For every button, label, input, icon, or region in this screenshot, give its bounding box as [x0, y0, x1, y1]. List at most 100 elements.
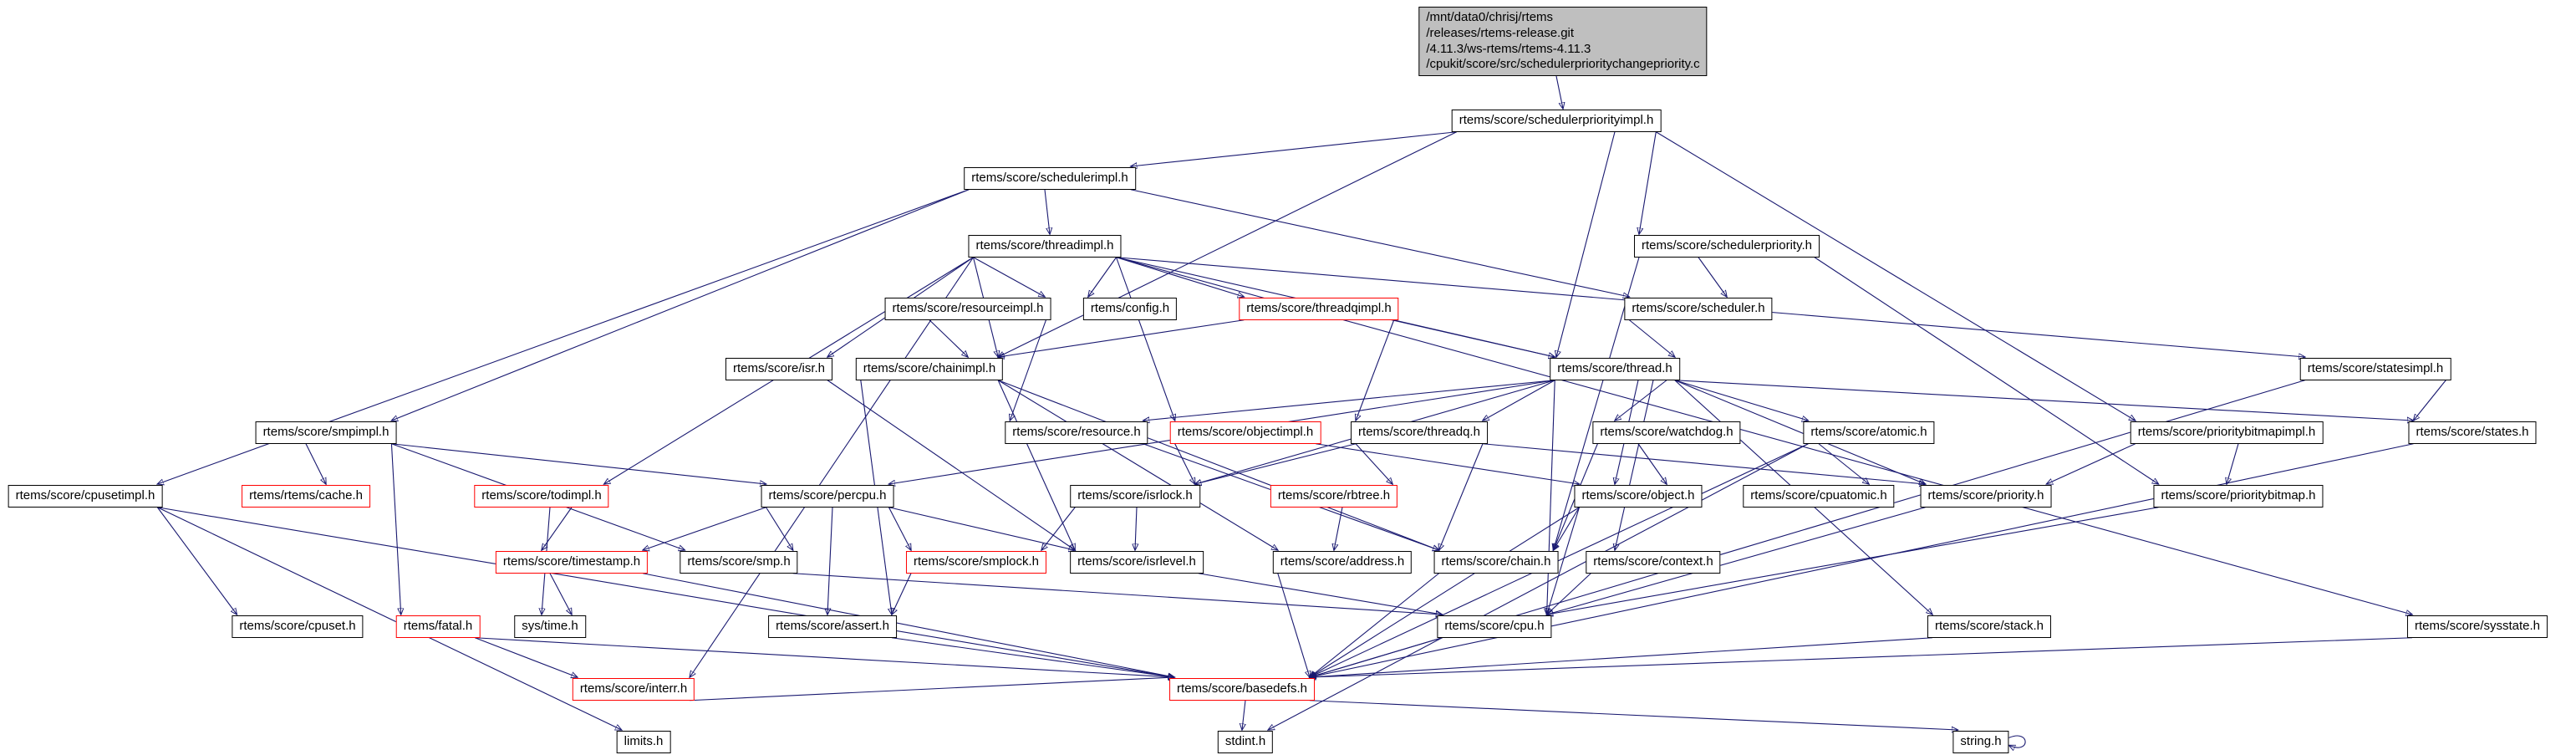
node-src: /mnt/data0/chrisj/rtems /releases/rtems-…	[1418, 7, 1708, 76]
node-smpimpl[interactable]: rtems/score/smpimpl.h	[255, 421, 397, 444]
edge-prioritybitmapimpl-priority	[2046, 443, 2136, 484]
node-rbtree[interactable]: rtems/score/rbtree.h	[1270, 485, 1398, 508]
node-object[interactable]: rtems/score/object.h	[1574, 485, 1703, 508]
edge-timestamp-systime	[549, 573, 572, 615]
edge-percpu-timestamp	[643, 507, 766, 550]
node-priority[interactable]: rtems/score/priority.h	[1920, 485, 2052, 508]
edge-object-basedefs	[1310, 507, 1580, 677]
edge-schedulerpriorityimpl-schedulerpriority	[1639, 131, 1657, 234]
edge-prioritybitmapimpl-prioritybitmap	[2227, 443, 2239, 484]
edge-stack-basedefs	[1310, 637, 1933, 677]
edge-objectimpl-object	[1316, 443, 1579, 484]
node-basedefs[interactable]: rtems/score/basedefs.h	[1169, 678, 1315, 701]
edge-threadqimpl-chainimpl	[998, 319, 1245, 357]
edge-threadimpl-threadqimpl	[1116, 257, 1245, 297]
node-watchdog[interactable]: rtems/score/watchdog.h	[1592, 421, 1741, 444]
edge-atomic-stdint	[1268, 443, 1809, 730]
node-cpuset[interactable]: rtems/score/cpuset.h	[232, 615, 364, 638]
node-smp[interactable]: rtems/score/smp.h	[680, 551, 798, 574]
node-interr[interactable]: rtems/score/interr.h	[572, 678, 695, 701]
node-context[interactable]: rtems/score/context.h	[1586, 551, 1721, 574]
node-chainimpl[interactable]: rtems/score/chainimpl.h	[855, 358, 1004, 380]
node-resource[interactable]: rtems/score/resource.h	[1005, 421, 1148, 444]
edge-context-cpu	[1547, 573, 1591, 615]
node-threadq[interactable]: rtems/score/threadq.h	[1351, 421, 1488, 444]
edge-priority-cpu	[1547, 507, 1926, 615]
node-percpu[interactable]: rtems/score/percpu.h	[761, 485, 894, 508]
edge-threadimpl-resourceimpl	[973, 257, 1045, 297]
node-threadqimpl[interactable]: rtems/score/threadqimpl.h	[1239, 298, 1399, 320]
edge-chainimpl-chain	[998, 380, 1438, 550]
node-chain[interactable]: rtems/score/chain.h	[1433, 551, 1559, 574]
node-config[interactable]: rtems/config.h	[1082, 298, 1178, 320]
edge-smplock-assert	[892, 573, 912, 615]
edge-basedefs-stdint	[1242, 700, 1245, 730]
edge-interr-basedefs	[690, 677, 1174, 701]
node-timestamp[interactable]: rtems/score/timestamp.h	[495, 551, 649, 574]
node-isr[interactable]: rtems/score/isr.h	[725, 358, 833, 380]
node-states[interactable]: rtems/score/states.h	[2408, 421, 2537, 444]
node-address[interactable]: rtems/score/address.h	[1272, 551, 1413, 574]
edge-percpu-smp	[766, 507, 793, 550]
edge-basedefs-string	[1309, 700, 1957, 730]
node-isrlock[interactable]: rtems/score/isrlock.h	[1070, 485, 1200, 508]
node-sysstate[interactable]: rtems/score/sysstate.h	[2406, 615, 2548, 638]
edge-cpusetimpl-basedefs	[157, 507, 1174, 677]
node-todimpl[interactable]: rtems/score/todimpl.h	[474, 485, 609, 508]
edge-atomic-basedefs	[1310, 443, 1809, 677]
edge-percpu-smplock	[888, 507, 911, 550]
node-systime[interactable]: sys/time.h	[514, 615, 586, 638]
node-cpu[interactable]: rtems/score/cpu.h	[1437, 615, 1552, 638]
node-string[interactable]: string.h	[1952, 731, 2009, 753]
node-prioritybitmapimpl[interactable]: rtems/score/prioritybitmapimpl.h	[2130, 421, 2324, 444]
edge-address-basedefs	[1277, 573, 1310, 677]
node-fatal[interactable]: rtems/fatal.h	[395, 615, 481, 638]
node-stack[interactable]: rtems/score/stack.h	[1927, 615, 2052, 638]
edge-threadqimpl-threadq	[1356, 319, 1395, 421]
node-atomic[interactable]: rtems/score/atomic.h	[1803, 421, 1935, 444]
edge-resourceimpl-resource	[1010, 319, 1046, 421]
node-assert[interactable]: rtems/score/assert.h	[768, 615, 897, 638]
edge-thread-atomic	[1674, 380, 1809, 421]
edge-schedulerpriorityimpl-chainimpl	[998, 131, 1457, 357]
node-threadimpl[interactable]: rtems/score/threadimpl.h	[968, 235, 1122, 258]
edge-object-chain	[1553, 507, 1580, 550]
node-smplock[interactable]: rtems/score/smplock.h	[905, 551, 1047, 574]
edge-statesimpl-states	[2413, 380, 2446, 421]
edge-atomic-cpuatomic	[1818, 443, 1869, 484]
node-statesimpl[interactable]: rtems/score/statesimpl.h	[2299, 358, 2451, 380]
node-objectimpl[interactable]: rtems/score/objectimpl.h	[1169, 421, 1321, 444]
edge-smpimpl-fatal	[390, 443, 400, 615]
edge-states-basedefs	[1310, 443, 2414, 677]
node-stdint[interactable]: stdint.h	[1217, 731, 1274, 753]
node-schedulerpriority[interactable]: rtems/score/schedulerpriority.h	[1634, 235, 1820, 258]
edge-smpimpl-cache	[305, 443, 326, 484]
node-limits[interactable]: limits.h	[616, 731, 671, 753]
edge-resourceimpl-chainimpl	[929, 319, 968, 357]
node-cache[interactable]: rtems/rtems/cache.h	[242, 485, 370, 508]
node-prioritybitmap[interactable]: rtems/score/prioritybitmap.h	[2153, 485, 2324, 508]
edge-rbtree-address	[1334, 507, 1343, 550]
edge-thread-cpu	[1547, 380, 1555, 615]
node-thread[interactable]: rtems/score/thread.h	[1550, 358, 1680, 380]
node-schedulerpriorityimpl[interactable]: rtems/score/schedulerpriorityimpl.h	[1451, 110, 1662, 132]
edge-threadq-chain	[1439, 443, 1484, 550]
edge-chainimpl-address	[997, 380, 1278, 550]
edge-smp-cpu	[792, 573, 1443, 615]
edge-threadq-isrlock	[1195, 443, 1357, 484]
node-cpuatomic[interactable]: rtems/score/cpuatomic.h	[1743, 485, 1895, 508]
node-cpusetimpl[interactable]: rtems/score/cpusetimpl.h	[8, 485, 163, 508]
edge-cpu-basedefs	[1310, 637, 1443, 677]
node-isrlevel[interactable]: rtems/score/isrlevel.h	[1070, 551, 1204, 574]
edge-isrlevel-cpu	[1198, 573, 1443, 615]
node-resourceimpl[interactable]: rtems/score/resourceimpl.h	[884, 298, 1051, 320]
edge-objectimpl-isrlock	[1174, 443, 1195, 484]
edge-isr-isrlevel	[827, 380, 1075, 550]
node-schedulerimpl[interactable]: rtems/score/schedulerimpl.h	[964, 167, 1136, 190]
edge-thread-context	[1615, 380, 1654, 550]
edge-isrlock-isrlevel	[1135, 507, 1137, 550]
edge-todimpl-timestamp	[542, 507, 573, 550]
node-scheduler[interactable]: rtems/score/scheduler.h	[1624, 298, 1773, 320]
edge-fatal-basedefs	[475, 637, 1174, 677]
